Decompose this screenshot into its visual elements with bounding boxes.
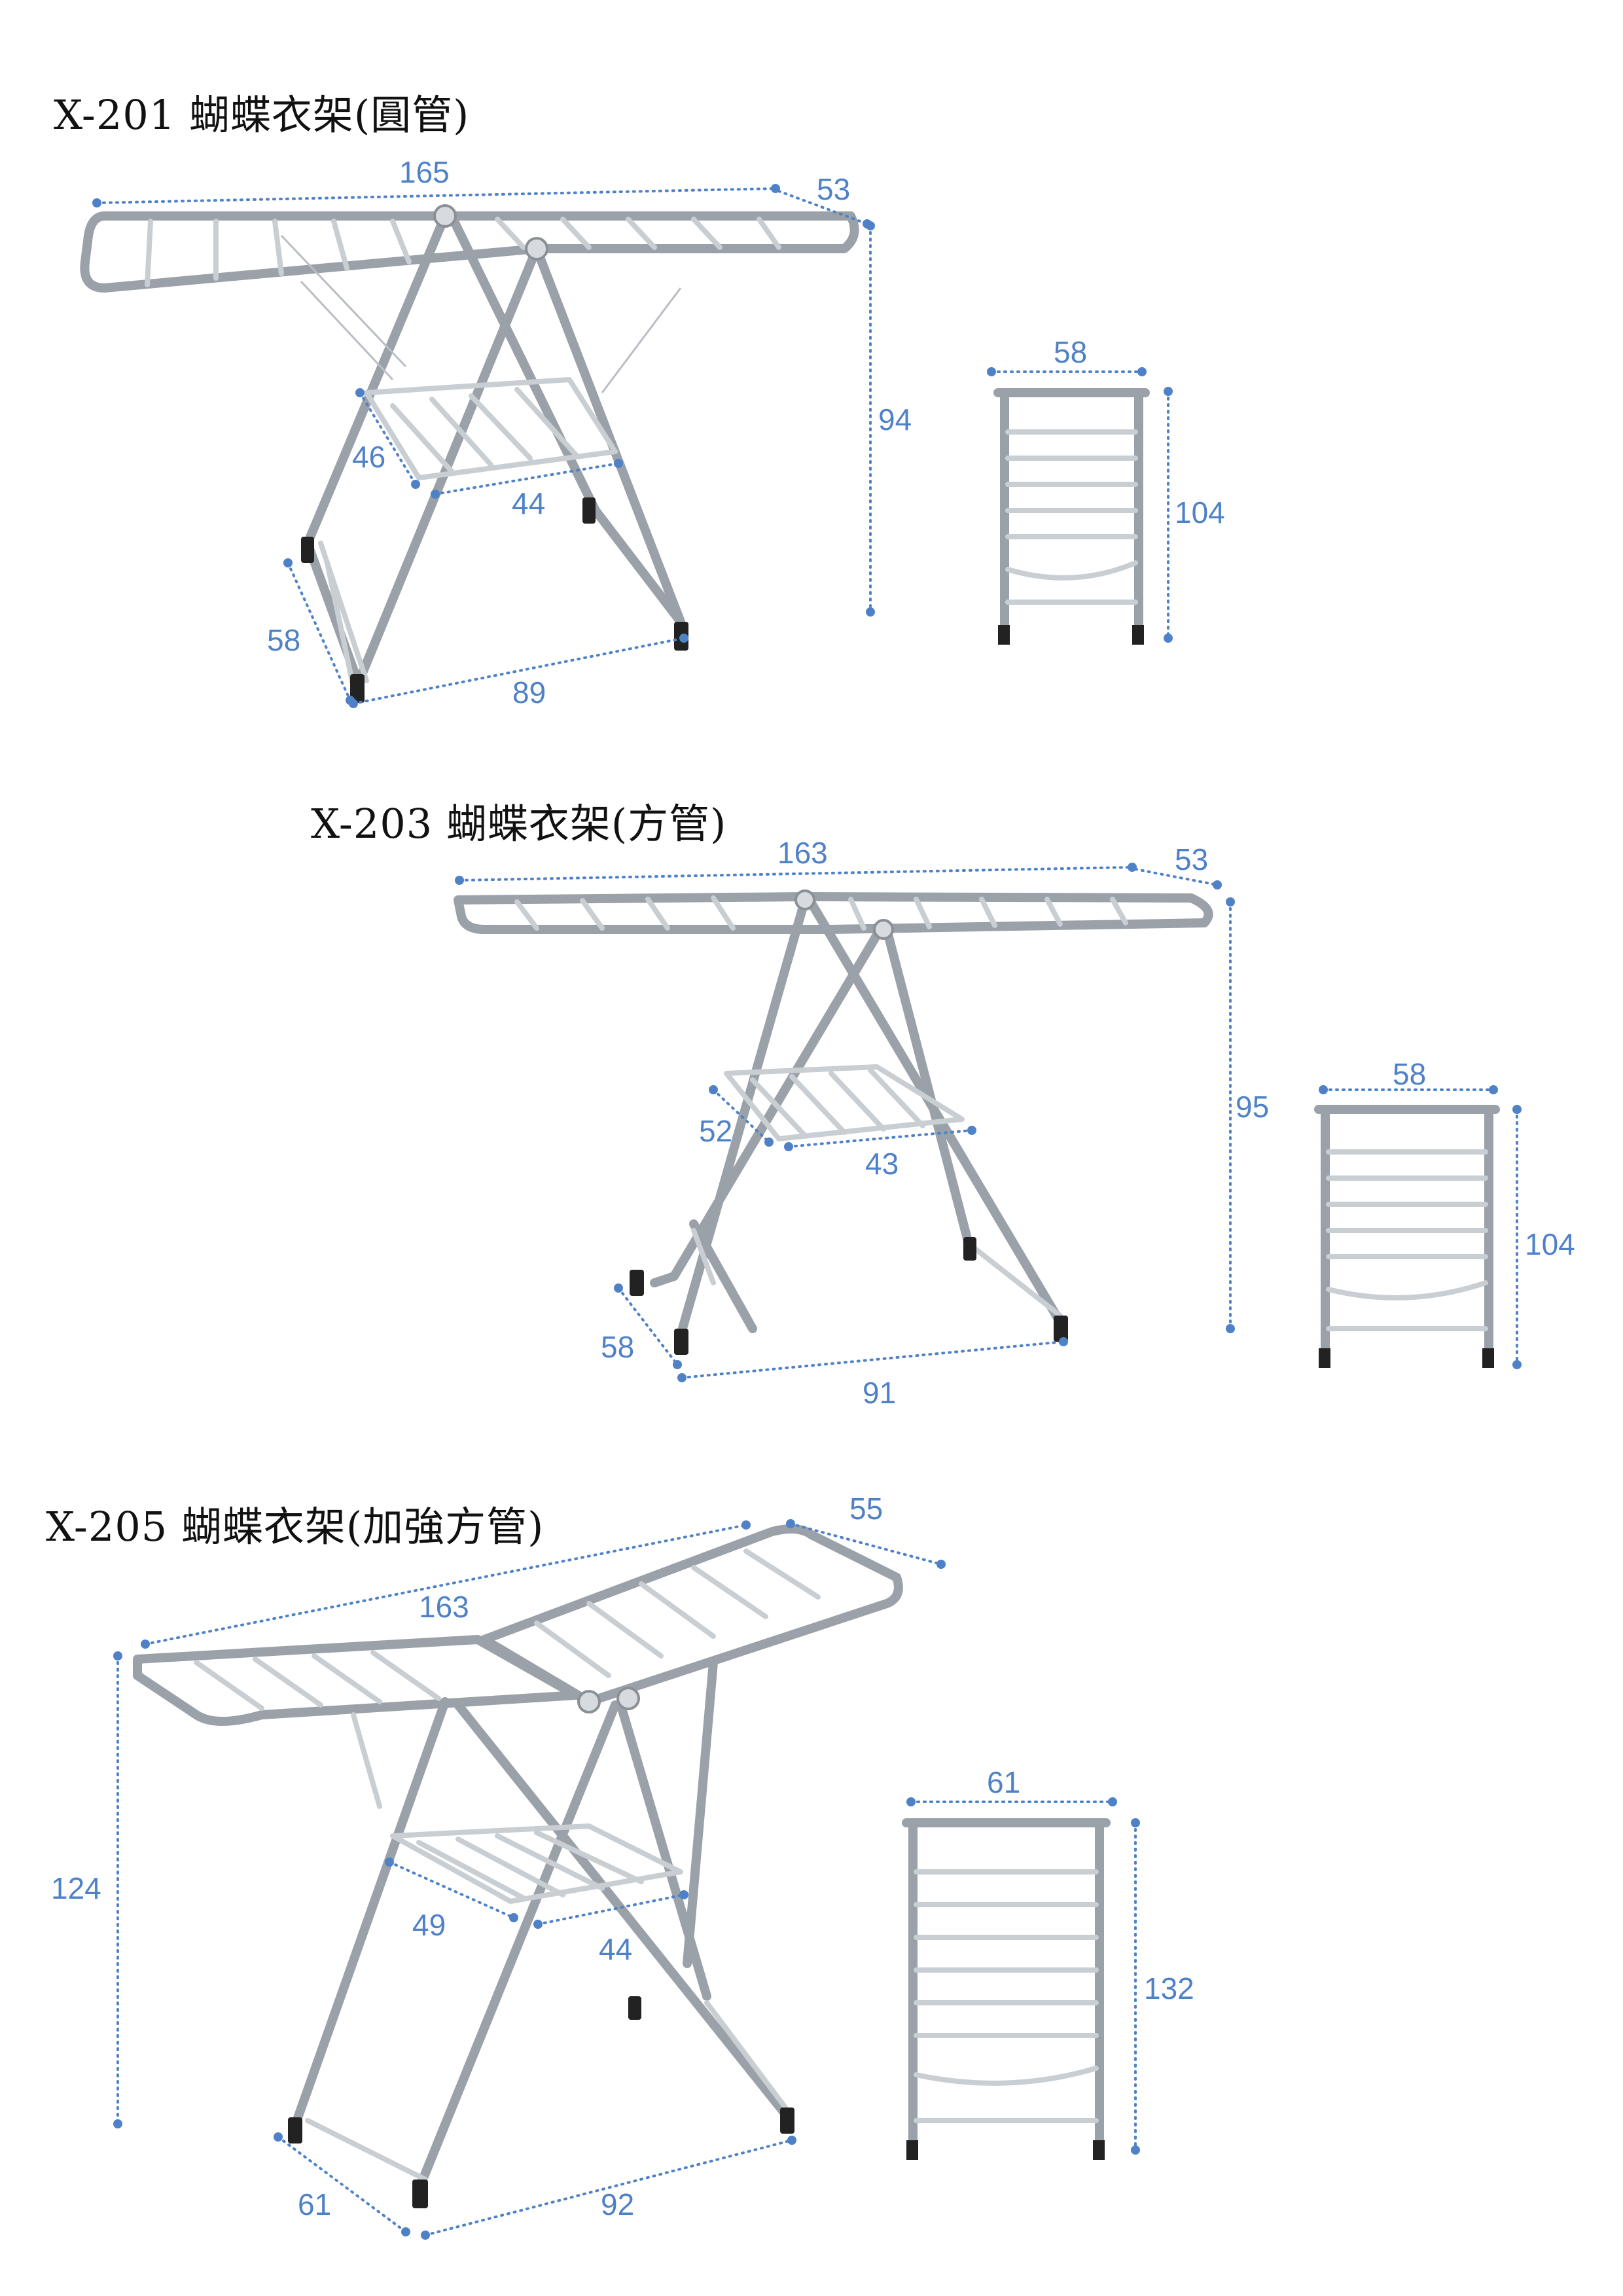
x203-title: X-203 蝴蝶衣架(方管)	[311, 800, 727, 848]
x205-wing-label: 55	[849, 1492, 883, 1526]
x201-height-label: 94	[878, 403, 912, 437]
x201-base-depth-label: 58	[267, 623, 301, 657]
x205-base-depth-label: 61	[298, 2187, 332, 2221]
x205-folded-height-label: 132	[1144, 1971, 1194, 2005]
x203-base-depth-label: 58	[601, 1330, 635, 1364]
x203-folded-height-label: 104	[1525, 1227, 1575, 1261]
x205-height-label: 124	[51, 1871, 101, 1905]
x203-base-width-label: 91	[863, 1376, 897, 1410]
x203-length-label: 163	[777, 836, 828, 870]
x203-shelf-depth-label: 52	[699, 1114, 733, 1148]
x205-shelf-width-label: 44	[599, 1932, 633, 1966]
x205-title: X-205 蝴蝶衣架(加強方管)	[46, 1503, 544, 1551]
x203-folded-illustration	[1314, 1105, 1500, 1368]
x201-base-width-label: 89	[512, 675, 546, 709]
x203-height-label: 95	[1236, 1090, 1270, 1124]
x201-rack-illustration	[80, 204, 859, 703]
x203-shelf-width-label: 43	[865, 1147, 899, 1181]
x201-length-label: 165	[399, 155, 450, 189]
x205-rack-illustration	[133, 1524, 903, 2208]
x203-rack-illustration	[454, 889, 1213, 1355]
x201-folded-illustration	[993, 388, 1150, 645]
x205-base-width-label: 92	[601, 2187, 635, 2221]
x203-dimension-lines	[455, 863, 1522, 1382]
x203-folded-width-label: 58	[1393, 1057, 1427, 1091]
x205-folded-width-label: 61	[987, 1765, 1021, 1799]
x205-dimension-lines	[113, 1519, 1140, 2240]
x201-title: X-201 蝴蝶衣架(圓管)	[54, 91, 470, 139]
x201-wing-label: 53	[817, 172, 851, 206]
x203-wing-label: 53	[1175, 842, 1209, 876]
x201-shelf-depth-label: 46	[352, 440, 386, 474]
x205-shelf-depth-label: 49	[412, 1908, 446, 1942]
x201-folded-width-label: 58	[1054, 335, 1088, 369]
x205-length-label: 163	[419, 1590, 469, 1624]
x201-folded-height-label: 104	[1175, 495, 1225, 529]
x201-dimension-lines	[92, 184, 1173, 708]
x201-shelf-width-label: 44	[512, 486, 546, 520]
x205-folded-illustration	[902, 1818, 1111, 2160]
